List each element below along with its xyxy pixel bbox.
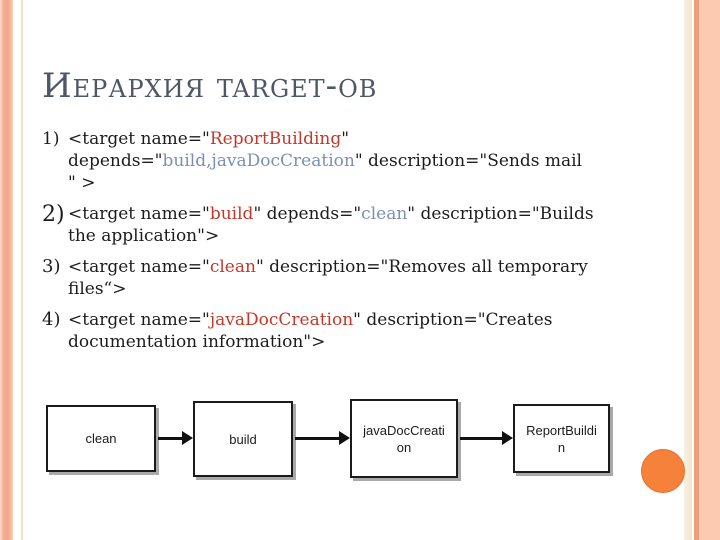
flow-arrow-javadoccreation-to-reportbuilding bbox=[460, 431, 513, 445]
code-line: <target name="clean" description="Remove… bbox=[68, 256, 652, 278]
item-code: <target name="ReportBuilding"depends="bu… bbox=[68, 128, 652, 194]
code-line: the application"> bbox=[68, 225, 652, 247]
code-segment-plain: " description="Builds bbox=[407, 204, 594, 224]
code-segment-plain: <target name=" bbox=[68, 257, 210, 277]
code-segment-plain: " depends=" bbox=[253, 204, 362, 224]
flow-arrow-clean-to-build bbox=[158, 431, 193, 445]
flow-node-reportbuilding: ReportBuildi n bbox=[513, 404, 610, 473]
orange-accent-circle bbox=[641, 449, 685, 493]
flow-arrow-build-to-javadoccreation bbox=[295, 431, 350, 445]
left-border-stripe bbox=[0, 0, 13, 540]
item-number: 2) bbox=[42, 202, 65, 227]
item-number: 3) bbox=[42, 256, 61, 277]
item-number: 1) bbox=[42, 129, 60, 149]
arrow-head-icon bbox=[339, 431, 350, 445]
list-item-2: 2)<target name="build" depends="clean" d… bbox=[42, 203, 652, 247]
code-segment-red: build bbox=[209, 204, 254, 224]
list-item-1: 1)<target name="ReportBuilding"depends="… bbox=[42, 128, 652, 194]
slide-title: Иерархия target-ов bbox=[42, 66, 378, 106]
right-accent-line bbox=[694, 0, 699, 540]
code-segment-red: ReportBuilding bbox=[209, 129, 342, 149]
code-line: documentation information"> bbox=[68, 331, 652, 353]
code-segment-plain: " bbox=[341, 129, 350, 149]
left-accent-line bbox=[21, 0, 23, 540]
arrow-shaft bbox=[158, 437, 184, 440]
code-segment-blue: clean bbox=[361, 204, 408, 224]
code-segment-red: clean bbox=[209, 257, 256, 277]
code-segment-blue: build,javaDocCreation bbox=[162, 151, 355, 171]
code-line: files“> bbox=[68, 278, 652, 300]
list-item-3: 3) <target name="clean" description="Remo… bbox=[42, 256, 652, 300]
code-segment-plain: " > bbox=[68, 173, 96, 193]
code-segment-plain: files“> bbox=[68, 279, 127, 299]
code-segment-plain: <target name=" bbox=[68, 310, 210, 330]
target-list: 1)<target name="ReportBuilding"depends="… bbox=[42, 128, 652, 362]
code-segment-plain: depends=" bbox=[68, 151, 163, 171]
code-segment-plain: " description="Removes all temporary bbox=[255, 257, 588, 277]
item-code: <target name="build" depends="clean" des… bbox=[68, 203, 652, 247]
code-line: depends="build,javaDocCreation" descript… bbox=[68, 150, 652, 172]
code-segment-red: javaDocCreation bbox=[209, 310, 354, 330]
code-line: <target name="ReportBuilding" bbox=[68, 128, 652, 150]
code-segment-plain: " description="Creates bbox=[353, 310, 553, 330]
right-border-band bbox=[699, 0, 720, 540]
arrow-shaft bbox=[295, 437, 341, 440]
code-line: " > bbox=[68, 172, 652, 194]
code-line: <target name="javaDocCreation" descripti… bbox=[68, 309, 652, 331]
right-cream-stripe bbox=[684, 0, 692, 540]
item-code: <target name="javaDocCreation" descripti… bbox=[68, 309, 652, 353]
code-segment-plain: documentation information"> bbox=[68, 332, 326, 352]
code-segment-plain: " description="Sends mail bbox=[354, 151, 582, 171]
list-item-4: 4) <target name="javaDocCreation" descrip… bbox=[42, 309, 652, 353]
arrow-head-icon bbox=[502, 431, 513, 445]
code-segment-plain: the application"> bbox=[68, 226, 220, 246]
arrow-shaft bbox=[460, 437, 504, 440]
code-line: <target name="build" depends="clean" des… bbox=[68, 203, 652, 225]
code-segment-plain: <target name=" bbox=[68, 204, 210, 224]
arrow-head-icon bbox=[182, 431, 193, 445]
flow-node-javadoccreation: javaDocCreati on bbox=[350, 399, 458, 478]
flow-node-clean: clean bbox=[46, 405, 156, 472]
item-code: <target name="clean" description="Remove… bbox=[68, 256, 652, 300]
flow-node-build: build bbox=[193, 401, 293, 477]
item-number: 4) bbox=[42, 309, 61, 330]
code-segment-plain: <target name=" bbox=[68, 129, 210, 149]
